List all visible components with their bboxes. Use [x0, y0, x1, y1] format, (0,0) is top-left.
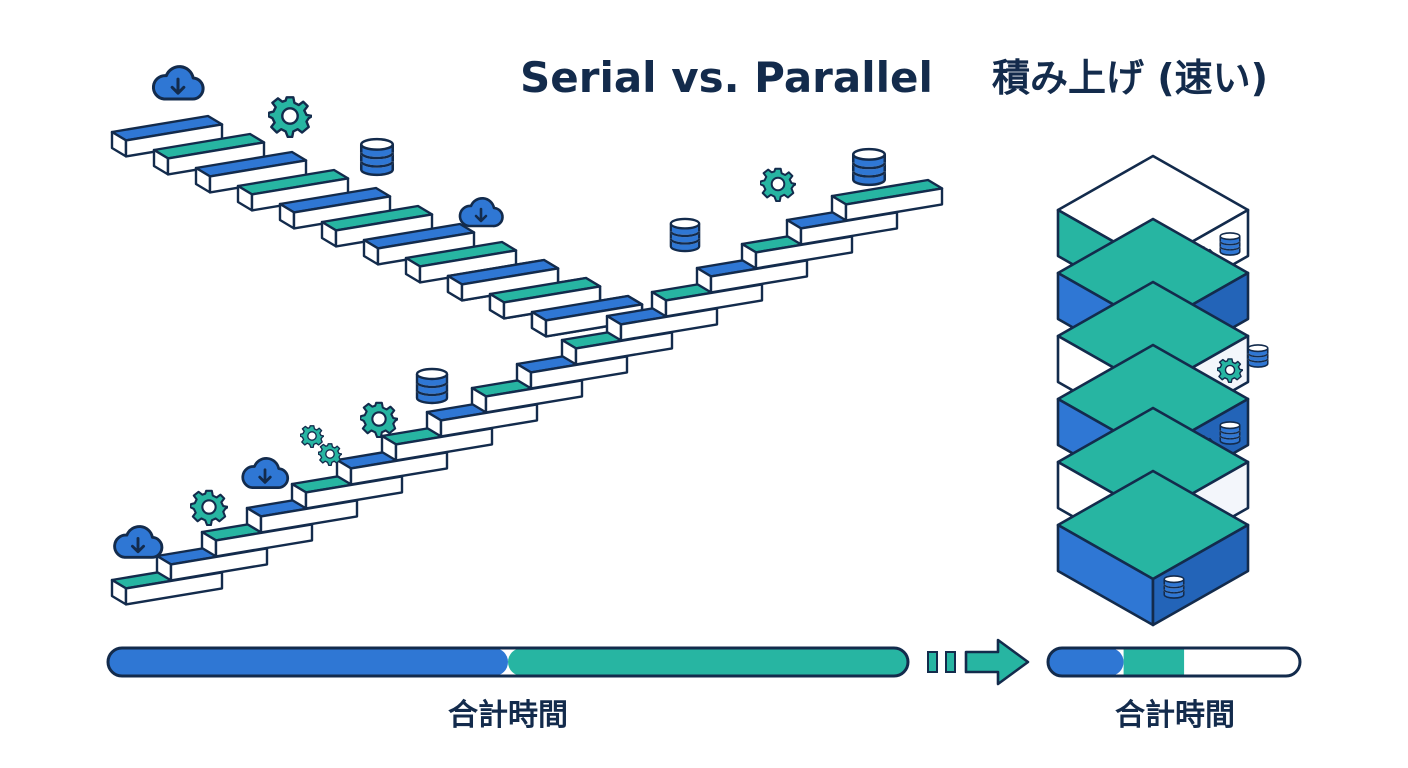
- database-icon: [1219, 421, 1241, 445]
- cloud-download-icon: [241, 456, 290, 490]
- serial-bar-teal-segment: [508, 648, 908, 676]
- parallel-bar-outline: [1046, 646, 1302, 678]
- gear-icon: [360, 401, 398, 438]
- transition-arrow: [927, 638, 1030, 686]
- parallel-bar-blue-segment: [1048, 648, 1124, 676]
- parallel-total-time-label: 合計時間: [1115, 698, 1235, 733]
- stack-block: [1056, 469, 1250, 627]
- gear-icon: [760, 167, 796, 202]
- cloud-download-icon: [458, 196, 504, 228]
- database-icon: [1247, 344, 1269, 368]
- database-icon: [1219, 232, 1241, 256]
- serial-staircase-descending: [110, 114, 644, 338]
- stair-step: [152, 132, 266, 176]
- cloud-download-icon: [113, 525, 164, 559]
- gear-icon: [300, 425, 324, 448]
- serial-vs-parallel-title: Serial vs. Parallel: [520, 53, 933, 102]
- stair-step: [362, 222, 476, 266]
- gear-icon: [268, 96, 312, 138]
- cloud-download-icon: [151, 65, 205, 101]
- stair-step: [320, 204, 434, 248]
- serial-bar-outline: [106, 646, 910, 678]
- parallel-timeline-bar: [1046, 646, 1302, 678]
- database-icon: [415, 367, 449, 405]
- serial-total-time-label: 合計時間: [448, 698, 568, 733]
- stair-step: [236, 168, 350, 212]
- parallel-bar-teal-segment: [1123, 648, 1185, 676]
- gear-icon: [1217, 358, 1243, 383]
- parallel-staircase-ascending: [110, 178, 944, 606]
- stacked-parallel-blocks: [1056, 154, 1269, 627]
- serial-bar-blue-segment: [108, 648, 508, 676]
- serial-timeline-bar: [106, 646, 910, 678]
- gear-icon: [190, 489, 228, 526]
- stacked-fast-title: 積み上げ (速い): [992, 56, 1268, 100]
- database-icon: [1163, 575, 1185, 599]
- database-icon: [669, 217, 701, 253]
- stair-step: [488, 276, 602, 320]
- database-icon: [359, 137, 395, 177]
- gear-icon: [318, 443, 342, 466]
- stair-step: [830, 178, 944, 222]
- database-icon: [851, 147, 887, 187]
